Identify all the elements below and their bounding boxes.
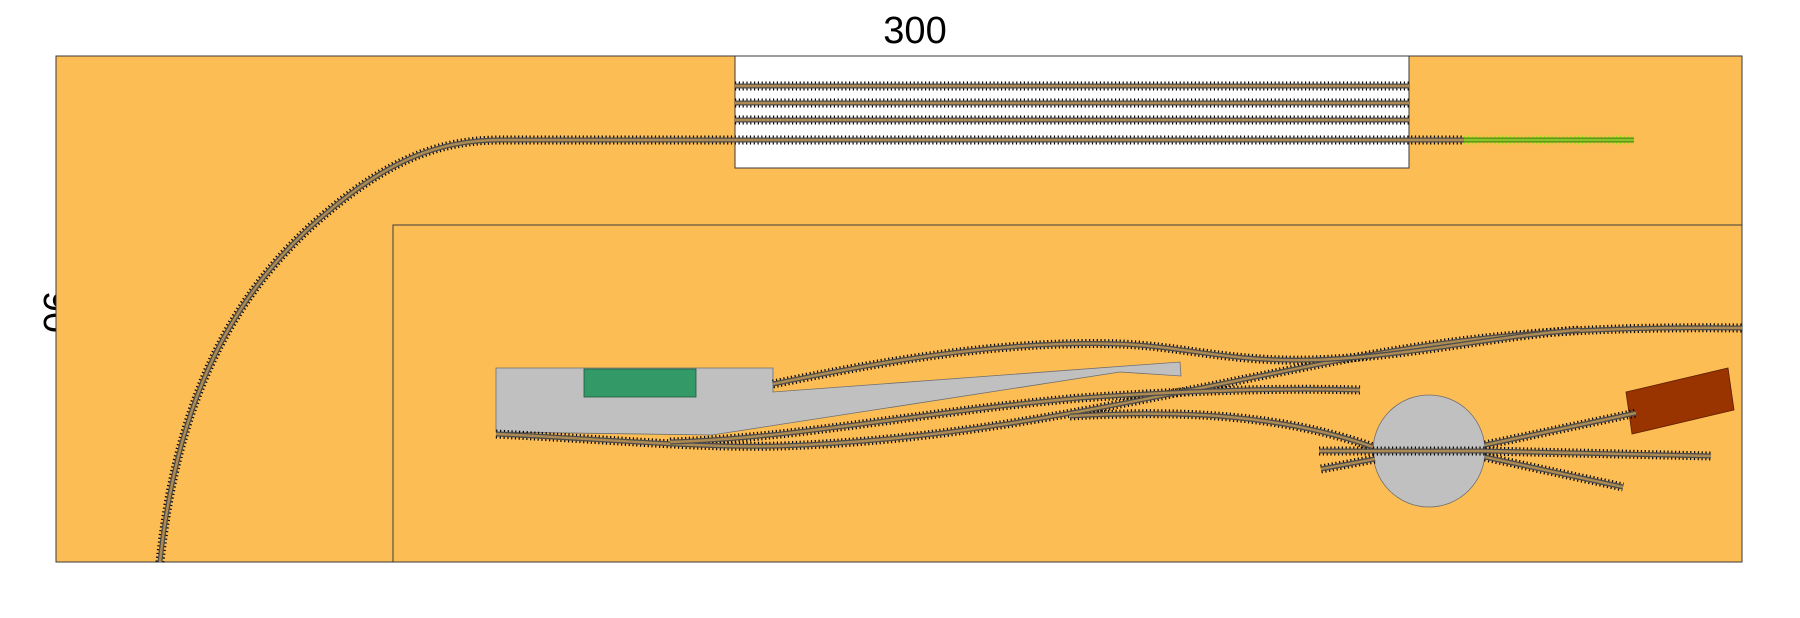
rail-gap xyxy=(1484,449,1712,458)
storage-yard xyxy=(734,55,1410,169)
rail-gap xyxy=(1320,457,1376,471)
rail-gap xyxy=(1484,455,1624,489)
rail-gap xyxy=(669,388,1361,444)
rail-gap xyxy=(158,138,1464,563)
engine-shed xyxy=(1625,367,1735,435)
track-network xyxy=(155,81,1743,563)
width-dimension-label: 300 xyxy=(883,10,946,52)
baseboard-section-outline xyxy=(392,224,1742,562)
rail-gap xyxy=(1069,412,1374,449)
rail-gap xyxy=(1484,411,1637,447)
rail-gap xyxy=(772,328,1581,386)
station-building xyxy=(583,368,697,398)
